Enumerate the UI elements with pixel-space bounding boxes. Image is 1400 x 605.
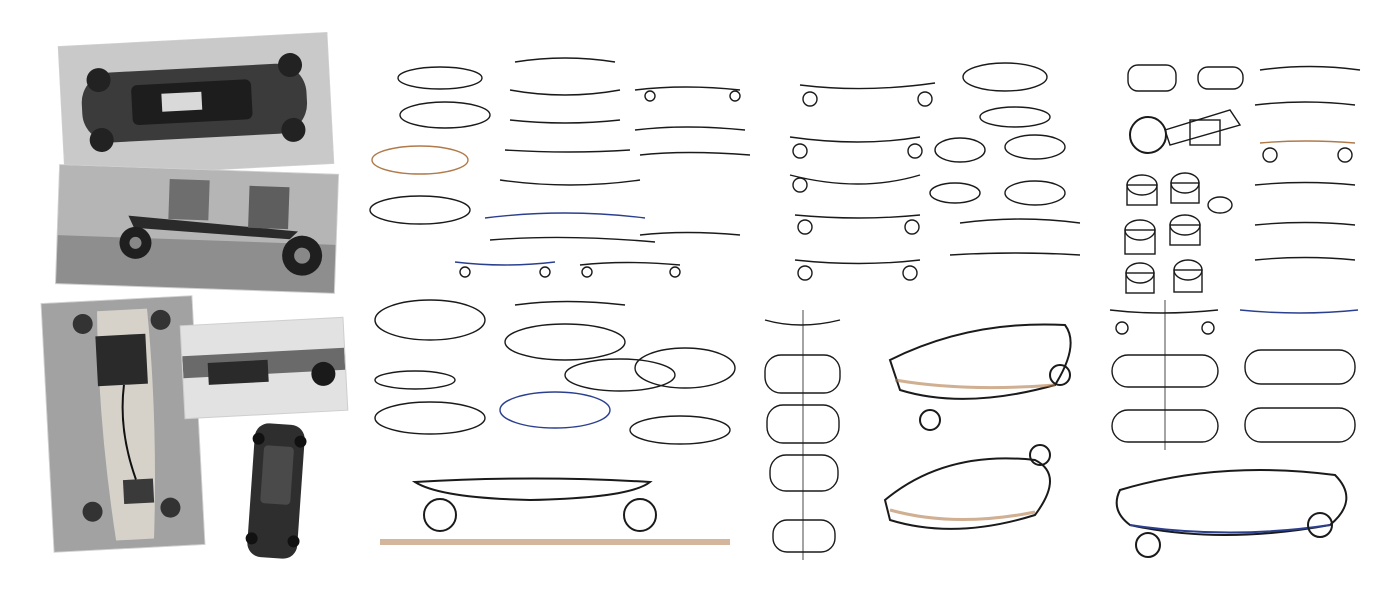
wheel-component-sketches-icon [1124, 64, 1361, 294]
offroad-skateboard-icon [56, 165, 338, 293]
skateboard-sketches-icon [764, 310, 1072, 560]
photo-longboard-wiring [41, 296, 205, 552]
cruiser-board-icon [239, 416, 313, 566]
skateboard-sketches-icon [374, 299, 736, 545]
photo-board-underside-top [58, 33, 334, 177]
skateboard-sketches-icon [1109, 300, 1359, 558]
photo-cruiser-underside [239, 416, 313, 566]
skateboard-underside-icon [58, 33, 334, 177]
battery-closeup-icon [180, 317, 348, 419]
longboard-underside-icon [41, 296, 205, 552]
sketch-sheet-top-views-and-renders [755, 300, 1090, 565]
sketch-sheet-perspective-views [370, 290, 745, 560]
photo-battery-pack-closeup [180, 317, 348, 419]
sketch-sheet-final-concept [1100, 300, 1370, 565]
skateboard-sketches-icon [789, 62, 1081, 281]
photo-offroad-board-rider [56, 165, 338, 293]
sketch-sheet-components [1100, 55, 1370, 300]
skateboard-sketches-icon [369, 57, 751, 278]
sketch-sheet-side-views [365, 50, 760, 285]
sketch-sheet-deck-profiles [780, 55, 1090, 285]
